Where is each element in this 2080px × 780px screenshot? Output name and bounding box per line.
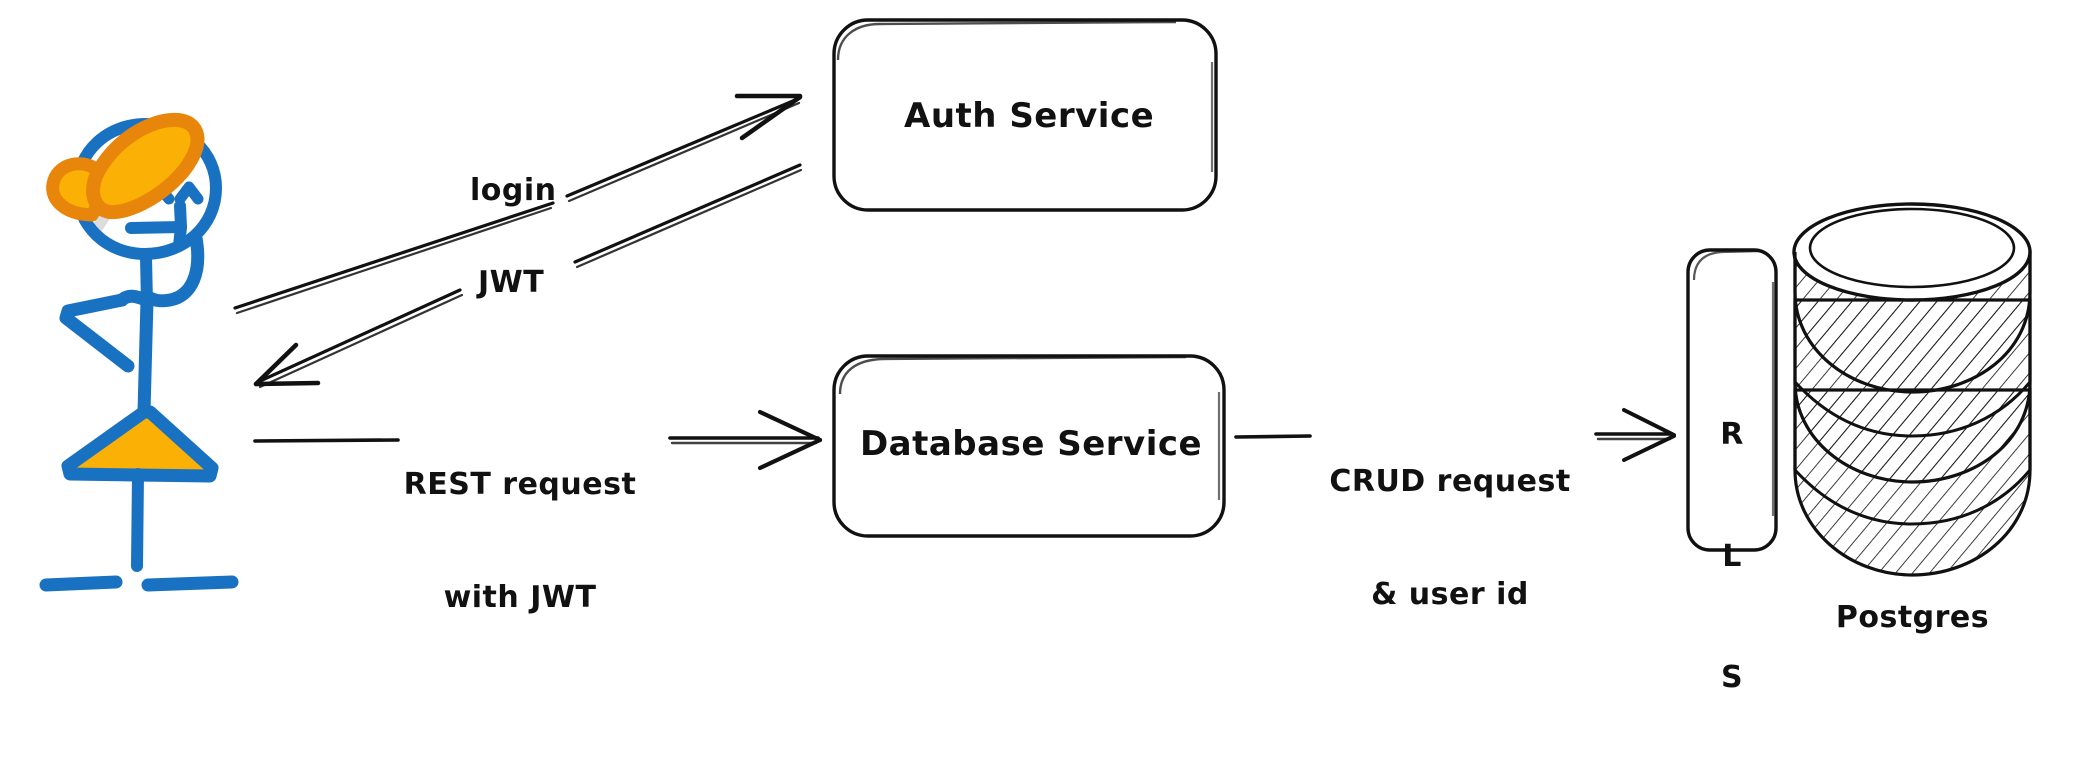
edge-label-jwt: JWT — [478, 265, 545, 300]
bow-main-loop — [86, 112, 205, 220]
node-auth-service[interactable] — [832, 18, 1218, 212]
right-eye-icon — [174, 181, 204, 205]
edge-label-rest-line-2: with JWT — [443, 579, 597, 615]
edge-label-login: login — [470, 173, 557, 208]
rls-letter-s: S — [1720, 660, 1744, 695]
login-arrowhead-bottom — [739, 94, 803, 141]
jwt-arrowhead-top — [253, 342, 299, 387]
stick-figure-user — [39, 112, 239, 592]
edge-jwt — [253, 163, 803, 389]
diagram-canvas: Auth Service Database Service login JWT … — [39, 18, 2032, 695]
left-foot — [39, 575, 123, 592]
node-label-database-service: Database Service — [859, 424, 1203, 464]
edge-crud-request — [1234, 408, 1676, 462]
node-label-auth-service: Auth Service — [904, 96, 1155, 136]
node-label-rls: R L S — [1688, 334, 1776, 780]
right-foot — [141, 575, 239, 592]
edge-label-rest-request: REST request with JWT — [375, 391, 665, 691]
diagram-artwork — [39, 18, 2032, 592]
rls-letter-r: R — [1720, 417, 1744, 452]
node-label-postgres: Postgres — [1835, 600, 1990, 635]
skirt — [61, 405, 219, 483]
smile-tail — [173, 221, 187, 252]
node-database-service[interactable] — [832, 354, 1226, 538]
jwt-arrowhead-bottom — [253, 380, 321, 387]
rest-arrowhead-top — [757, 409, 823, 443]
leg — [131, 468, 144, 572]
crud-arrowhead-bottom — [1622, 434, 1676, 462]
edge-label-crud-request: CRUD request & user id — [1300, 388, 1600, 688]
edge-rest-request — [253, 409, 823, 471]
left-arm — [59, 293, 135, 373]
rls-letter-l: L — [1722, 538, 1742, 574]
node-postgres-cylinder[interactable] — [1792, 202, 2032, 577]
edge-label-crud-line-2: & user id — [1371, 576, 1529, 612]
edge-label-rest-line-1: REST request — [403, 467, 637, 502]
rest-arrowhead-bottom — [757, 437, 823, 471]
node-rls[interactable] — [1686, 248, 1778, 552]
edge-label-crud-line-1: CRUD request — [1329, 464, 1571, 499]
edge-login — [233, 93, 803, 315]
crud-arrowhead-top — [1622, 408, 1676, 437]
body-line — [137, 293, 154, 419]
